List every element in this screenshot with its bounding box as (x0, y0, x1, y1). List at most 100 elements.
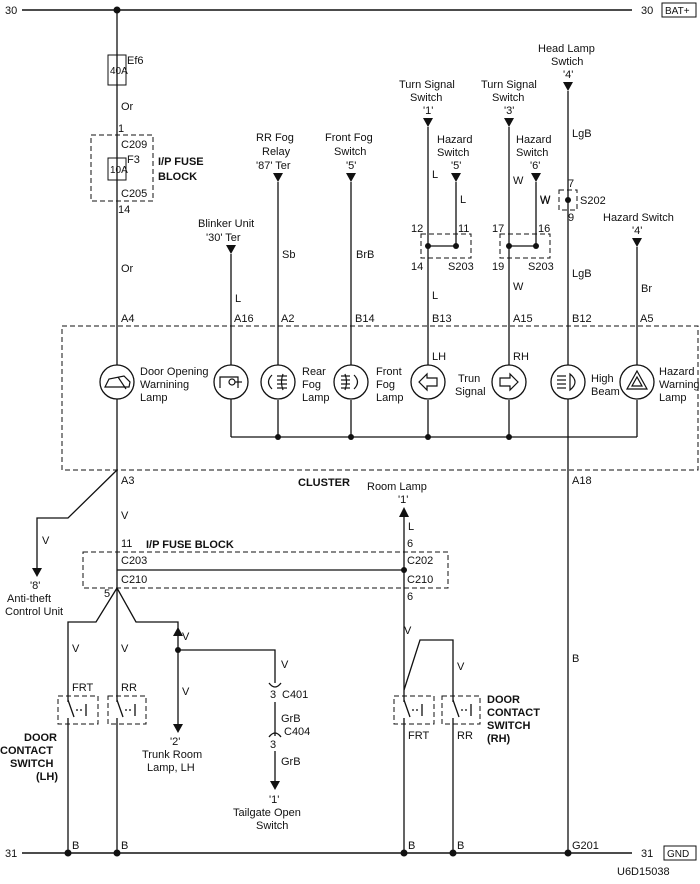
headlamp-line3: '4' (563, 69, 573, 81)
frontfog-line3: Lamp (376, 392, 404, 404)
ip-right-conn-top: C202 (407, 555, 433, 567)
conn-c209: C209 (121, 139, 147, 151)
wire-v-frt-rh: V (404, 625, 412, 637)
ip-right-pin-bottom: 6 (407, 591, 413, 603)
arrow-antitheft (32, 568, 42, 577)
antitheft-line2: Anti-theft (7, 593, 51, 605)
haz6-line2: Switch (516, 147, 548, 159)
haz6-line3: '6' (530, 160, 540, 172)
front-fog-lamp (333, 364, 369, 400)
turn-rh-lamp (491, 364, 527, 400)
fuse-pin-in: 1 (118, 123, 124, 135)
switch-lh-rr-label: RR (121, 682, 137, 694)
arrow-tailgate (270, 781, 280, 790)
arrow-haz5 (451, 173, 461, 182)
door-switch-rh: FRT RR DOOR CONTACT SWITCH (RH) (393, 694, 540, 745)
arrow-ffog (346, 173, 356, 182)
door-lamp-line3: Lamp (140, 392, 168, 404)
switch-lh-rr-box (107, 695, 147, 725)
c401-pin: 3 (270, 689, 276, 701)
s203b-p17: 17 (492, 223, 504, 235)
arrow-room-lamp (399, 507, 409, 517)
bus-dot-1 (275, 434, 281, 440)
door-switch-rh-line2: CONTACT (487, 707, 540, 719)
rrfog-line3: '87' Ter (256, 160, 291, 172)
room-lamp-line1: Room Lamp (367, 481, 427, 493)
wire-l-room: L (408, 521, 414, 533)
pin-b12: B12 (572, 313, 592, 325)
hazard-lamp (619, 364, 655, 400)
haz5-line2: Switch (437, 147, 469, 159)
s202-p7: 7 (568, 178, 574, 190)
fuse-pin-out: 14 (118, 204, 130, 216)
wire-l-turn: L (432, 169, 438, 181)
ffog-line3: '5' (346, 160, 356, 172)
conn-c401: C401 (282, 689, 308, 701)
conn-c205: C205 (121, 188, 147, 200)
c404-pin: 3 (270, 739, 276, 751)
frontfog-line1: Front (376, 366, 402, 378)
cluster-box (61, 325, 699, 471)
car-door-icon (104, 375, 131, 390)
wire-or-lower: Or (121, 263, 134, 275)
s203a-p12: 12 (411, 223, 423, 235)
wire-v-a3: V (121, 510, 129, 522)
splice-s203-lh-box (420, 233, 472, 259)
antitheft-line1: '8' (30, 580, 40, 592)
s203b-p19: 19 (492, 261, 504, 273)
fuse-f3-name: F3 (127, 154, 140, 166)
diagram-code: U6D15038 (617, 866, 670, 878)
door-switch-lh-line3: SWITCH (10, 758, 53, 770)
arrow-rrfog (273, 173, 283, 182)
haz5-line3: '5' (451, 160, 461, 172)
trunk-line3: Lamp, LH (147, 762, 195, 774)
headlamp-line2: Swtich (551, 56, 583, 68)
hazard-icon (625, 369, 649, 390)
rail-30-right-label: 30 (641, 5, 653, 17)
rear-fog-icon (267, 373, 287, 391)
switch-rh-rr-label: RR (457, 730, 473, 742)
tailgate-line2: Tailgate Open (233, 807, 301, 819)
gnd-tag-box (663, 845, 697, 861)
door-lamp-line1: Door Opening (140, 366, 209, 378)
feed-wires: L Sb BrB L L 12 11 14 S203 L W W 17 16 1… (230, 91, 652, 365)
s203b-name: S203 (528, 261, 554, 273)
arrow-headlamp (563, 82, 573, 91)
fuse-f3-rating: 10A (110, 165, 128, 176)
bus-dot-3 (425, 434, 431, 440)
rearfog-line1: Rear (302, 366, 326, 378)
power-rail-30: 30 30 BAT+ (5, 2, 697, 18)
splice-s203-rh-box (499, 233, 551, 259)
pin-a16: A16 (234, 313, 254, 325)
wire-v-anti: V (42, 535, 50, 547)
door-open-lamp (99, 364, 135, 400)
ip-left-conn-bottom: C210 (121, 574, 147, 586)
turn3-line1: Turn Signal (481, 79, 537, 91)
tailgate-line1: '1' (269, 794, 279, 806)
pin-a5: A5 (640, 313, 653, 325)
cluster-label: CLUSTER (298, 477, 350, 489)
s203a-name: S203 (448, 261, 474, 273)
door-switch-rh-line1: DOOR (487, 694, 520, 706)
left-arrow-icon (418, 372, 438, 392)
ip-left-pin-bottom: 5 (104, 588, 110, 600)
door-switch-rh-line4: (RH) (487, 733, 511, 745)
wire-sb: Sb (282, 249, 295, 261)
ip-left-conn-top: C203 (121, 555, 147, 567)
wire-v-rr-lh: V (121, 643, 129, 655)
wire-w-s202: W (540, 195, 551, 207)
arrow-turn3 (504, 118, 514, 127)
conn-c404: C404 (284, 726, 310, 738)
rrfog-line2: Relay (262, 146, 291, 158)
trunk-line1: '2' (170, 736, 180, 748)
pin-b14: B14 (355, 313, 375, 325)
rearfog-line3: Lamp (302, 392, 330, 404)
s202-p9: 9 (568, 212, 574, 224)
wire-br: Br (641, 283, 652, 295)
wire-or-upper: Or (121, 101, 134, 113)
bat-plus-tag: BAT+ (665, 6, 690, 17)
door-lamp-line2: Warnining (140, 379, 189, 391)
fuse-ef6-rating: 40A (110, 66, 128, 77)
wire-v-frt-lh: V (72, 643, 80, 655)
